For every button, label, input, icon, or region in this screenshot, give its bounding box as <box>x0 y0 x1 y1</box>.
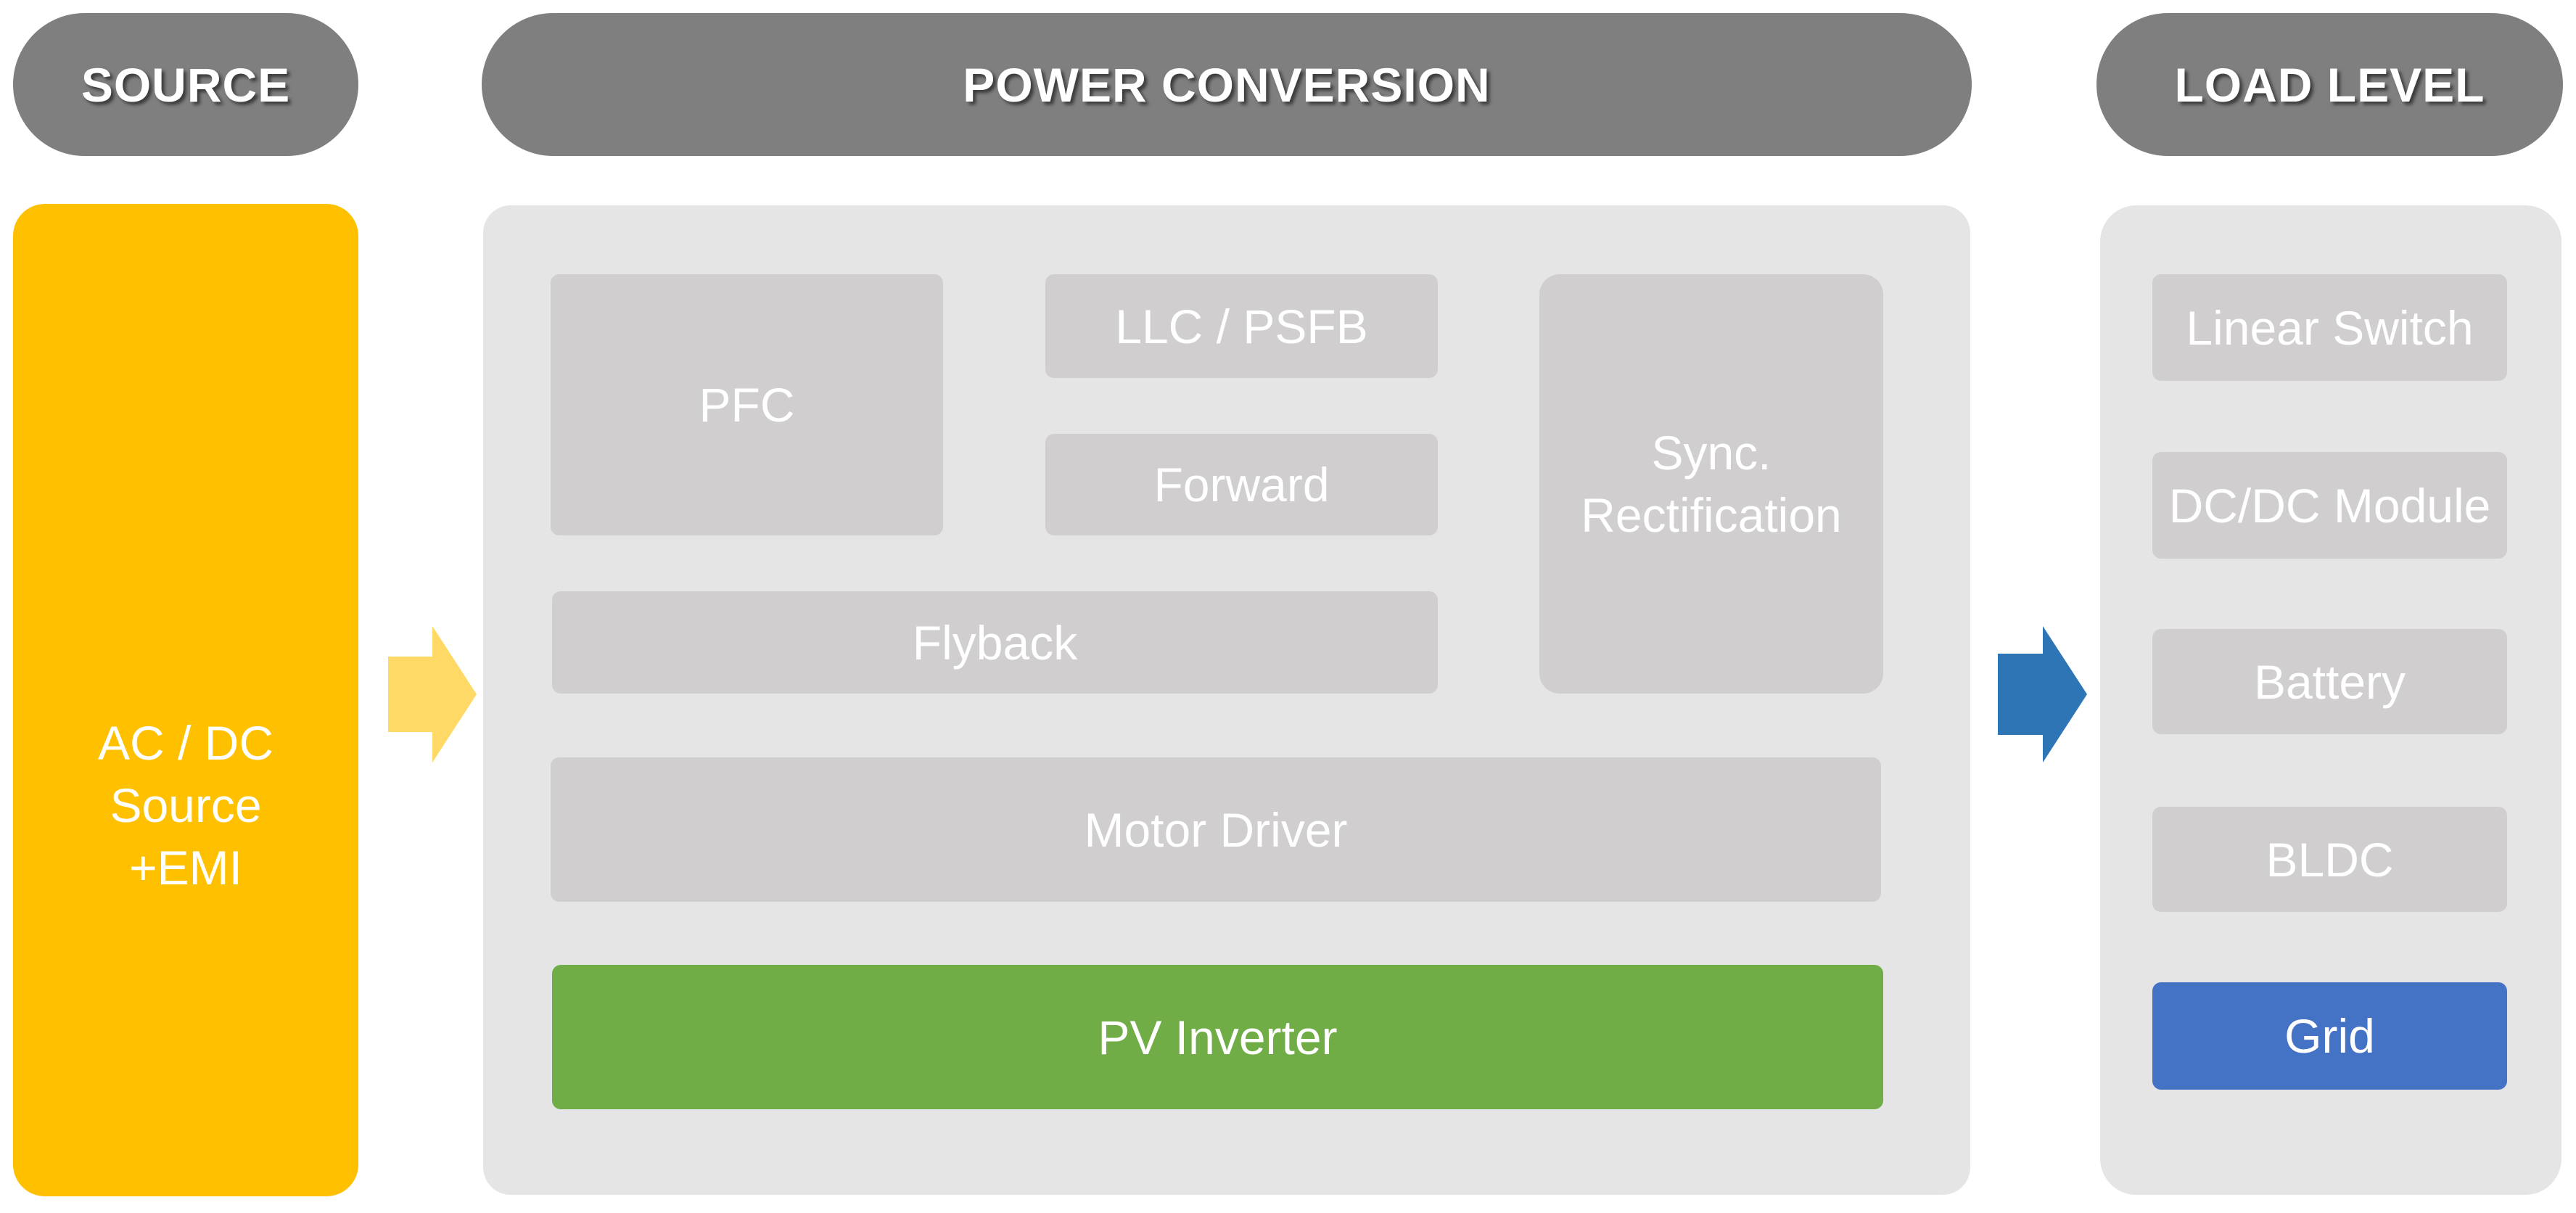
flyback-block: Flyback <box>552 591 1438 694</box>
power-conversion-header: POWER CONVERSION <box>482 13 1972 156</box>
source-block-label: AC / DC Source +EMI <box>97 716 274 895</box>
pv-inverter-block: PV Inverter <box>552 965 1883 1109</box>
pv-inverter-label: PV Inverter <box>1098 1010 1338 1064</box>
motor-driver-label: Motor Driver <box>1084 802 1348 857</box>
llc-psfb-block: LLC / PSFB <box>1045 274 1438 378</box>
load-level-header-label: LOAD LEVEL <box>2174 57 2485 112</box>
source-header: SOURCE <box>13 13 358 156</box>
right-arrow-icon <box>388 626 477 762</box>
pfc-label: PFC <box>699 378 795 432</box>
load-item-dcdc-module: DC/DC Module <box>2152 452 2507 559</box>
llc-psfb-label: LLC / PSFB <box>1115 299 1368 353</box>
sync-rectification-label: Sync. Rectification <box>1581 426 1842 542</box>
load-level-header: LOAD LEVEL <box>2096 13 2563 156</box>
load-item-battery: Battery <box>2152 629 2507 734</box>
forward-label: Forward <box>1153 458 1330 511</box>
flyback-label: Flyback <box>912 615 1078 670</box>
load-arrow-shape <box>1998 626 2087 762</box>
load-item-label: Battery <box>2253 654 2406 709</box>
pfc-block: PFC <box>551 274 943 535</box>
load-item-linear-switch: Linear Switch <box>2152 274 2507 381</box>
right-arrow-icon <box>1998 626 2087 762</box>
load-item-bldc: BLDC <box>2152 807 2507 912</box>
load-item-label: BLDC <box>2266 832 2394 887</box>
load-item-label: Linear Switch <box>2186 300 2474 355</box>
source-block: AC / DC Source +EMI <box>13 204 358 1196</box>
power-conversion-header-label: POWER CONVERSION <box>963 57 1491 112</box>
source-arrow-shape <box>388 626 477 762</box>
forward-block: Forward <box>1045 434 1438 535</box>
sync-rectification-block: Sync. Rectification <box>1539 274 1883 694</box>
source-header-label: SOURCE <box>81 57 291 112</box>
load-item-label: DC/DC Module <box>2168 478 2491 533</box>
load-item-label: Grid <box>2284 1009 2375 1063</box>
load-item-grid: Grid <box>2152 982 2507 1090</box>
motor-driver-block: Motor Driver <box>551 757 1881 902</box>
